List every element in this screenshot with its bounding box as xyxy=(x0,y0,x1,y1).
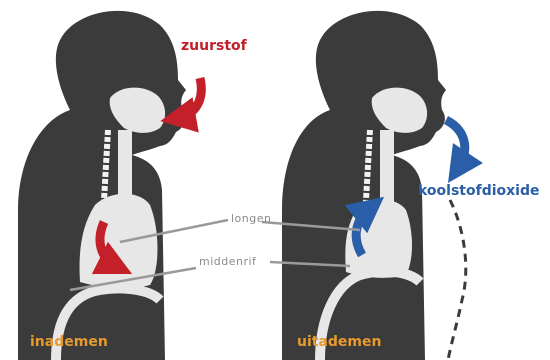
inhale-body-silhouette xyxy=(18,11,186,360)
exhale-caption: uitademen xyxy=(297,334,381,350)
diaphragm-label: middenrif xyxy=(199,255,256,268)
inhale-caption: inademen xyxy=(30,334,108,350)
exhale-trachea xyxy=(380,130,394,205)
inhale-trachea xyxy=(118,130,132,205)
exhale-chest-outline xyxy=(448,200,466,360)
exhale-co2-arrow xyxy=(446,120,465,168)
lungs-label: longen xyxy=(231,212,271,225)
co2-label: koolstofdioxide xyxy=(418,183,540,199)
inhale-figure xyxy=(18,11,201,360)
oxygen-label: zuurstof xyxy=(181,38,247,54)
